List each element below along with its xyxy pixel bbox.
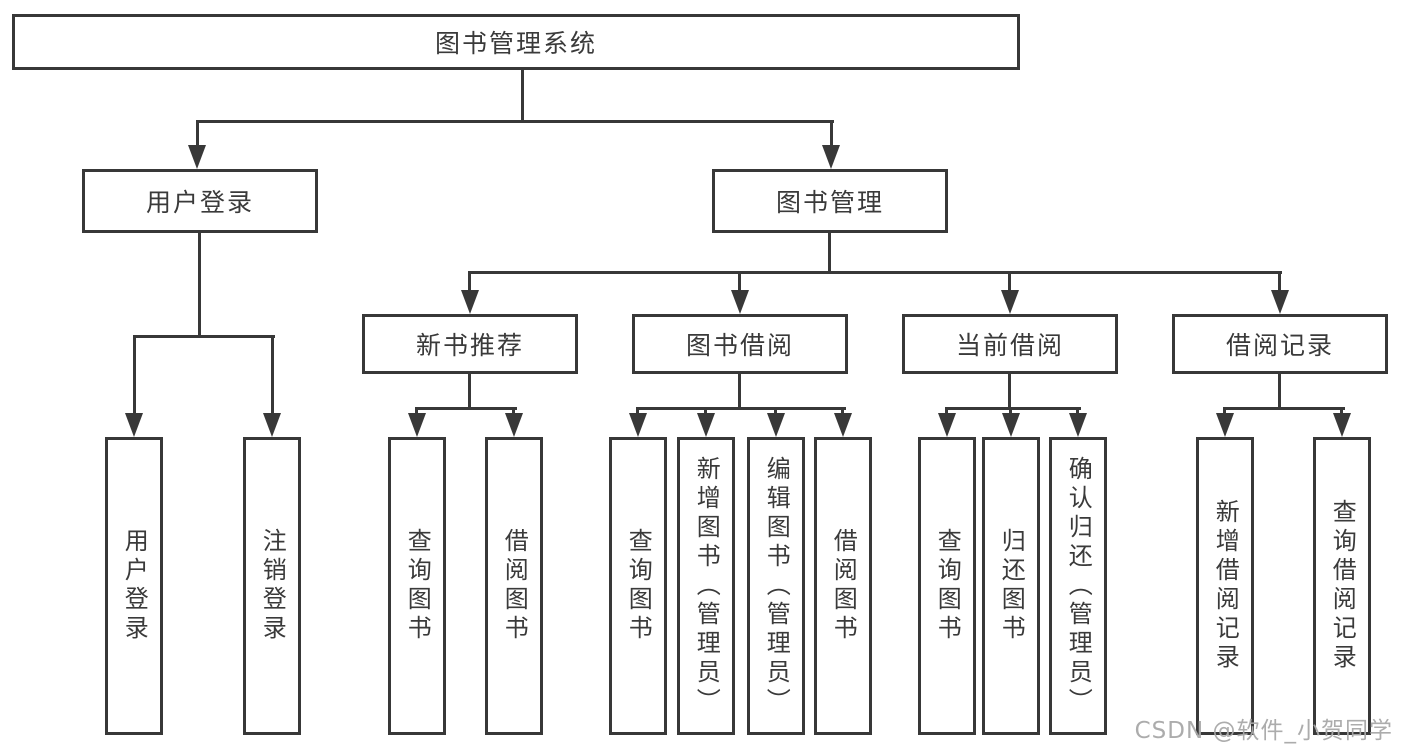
leaf-label: 新增图书（管理员）	[692, 455, 721, 717]
arrow-down-icon	[188, 145, 206, 169]
node-user-login: 用户登录	[82, 169, 318, 233]
leaf-label: 查询借阅记录	[1328, 499, 1357, 673]
leaf-label: 借阅图书	[500, 528, 529, 644]
leaf-label: 查询图书	[403, 528, 432, 644]
connector-book-borrow-stem	[738, 374, 741, 410]
arrow-down-icon	[822, 145, 840, 169]
leaf-label: 新增借阅记录	[1211, 499, 1240, 673]
connector-drop-user-login	[196, 120, 199, 150]
connector-root-rail	[196, 120, 834, 123]
node-borrowing-records: 借阅记录	[1172, 314, 1388, 374]
arrow-down-icon	[629, 413, 647, 437]
arrow-down-icon	[938, 413, 956, 437]
leaf-label: 查询图书	[624, 528, 653, 644]
connector-user-login-stem	[198, 233, 201, 338]
node-book-borrowing-label: 图书借阅	[685, 331, 794, 360]
connector-drop	[636, 407, 639, 417]
node-book-borrowing: 图书借阅	[632, 314, 848, 374]
connector-book-management-stem	[828, 233, 831, 274]
connector-drop-book-management	[830, 120, 833, 150]
leaf-query-books-borrow: 查询图书	[609, 437, 667, 735]
node-root: 图书管理系统	[12, 14, 1020, 70]
leaf-query-books-current: 查询图书	[918, 437, 976, 735]
leaf-confirm-return-admin: 确认归还（管理员）	[1049, 437, 1107, 735]
connector-current-borrow-rail	[945, 407, 1081, 410]
leaf-add-borrow-record: 新增借阅记录	[1196, 437, 1254, 735]
connector-drop-current-borrow	[1008, 271, 1011, 293]
leaf-label: 编辑图书（管理员）	[762, 455, 791, 717]
connector-drop	[1340, 407, 1343, 417]
arrow-down-icon	[834, 413, 852, 437]
node-new-book-recommendation-label: 新书推荐	[415, 331, 524, 360]
connector-drop-new-books	[468, 271, 471, 293]
connector-borrow-records-rail	[1223, 407, 1345, 410]
connector-drop	[1009, 407, 1012, 417]
node-book-management-label: 图书管理	[775, 188, 884, 217]
arrow-down-icon	[767, 413, 785, 437]
node-current-borrowing: 当前借阅	[902, 314, 1118, 374]
connector-book-borrow-rail	[636, 407, 846, 410]
leaf-add-book-admin: 新增图书（管理员）	[677, 437, 735, 735]
arrow-down-icon	[1216, 413, 1234, 437]
connector-drop	[704, 407, 707, 417]
leaf-edit-book-admin: 编辑图书（管理员）	[747, 437, 805, 735]
node-user-login-label: 用户登录	[145, 188, 254, 217]
leaf-borrow-books-recommend: 借阅图书	[485, 437, 543, 735]
connector-drop	[774, 407, 777, 417]
arrow-down-icon	[697, 413, 715, 437]
leaf-label: 确认归还（管理员）	[1064, 455, 1093, 717]
leaf-label: 查询图书	[933, 528, 962, 644]
connector-drop-leaf-logout	[271, 335, 274, 415]
leaf-borrow-books: 借阅图书	[814, 437, 872, 735]
connector-book-management-rail	[468, 271, 1282, 274]
arrow-down-icon	[125, 413, 143, 437]
connector-drop	[945, 407, 948, 417]
arrow-down-icon	[505, 413, 523, 437]
node-current-borrowing-label: 当前借阅	[955, 331, 1064, 360]
arrow-down-icon	[1333, 413, 1351, 437]
arrow-down-icon	[1069, 413, 1087, 437]
arrow-down-icon	[731, 290, 749, 314]
arrow-down-icon	[1001, 290, 1019, 314]
leaf-label: 用户登录	[120, 528, 149, 644]
leaf-query-borrow-record: 查询借阅记录	[1313, 437, 1371, 735]
node-root-label: 图书管理系统	[434, 29, 597, 58]
connector-user-login-rail	[133, 335, 275, 338]
connector-new-books-stem	[468, 374, 471, 410]
connector-borrow-records-stem	[1278, 374, 1281, 410]
connector-drop	[415, 407, 418, 417]
connector-drop-book-borrow	[738, 271, 741, 293]
arrow-down-icon	[408, 413, 426, 437]
connector-root-stem	[521, 70, 524, 123]
connector-drop	[512, 407, 515, 417]
leaf-label: 借阅图书	[829, 528, 858, 644]
leaf-label: 注销登录	[258, 528, 287, 644]
arrow-down-icon	[1002, 413, 1020, 437]
node-borrowing-records-label: 借阅记录	[1225, 331, 1334, 360]
watermark: CSDN @软件_小贺同学	[1134, 718, 1393, 744]
leaf-query-books-recommend: 查询图书	[388, 437, 446, 735]
connector-drop	[1076, 407, 1079, 417]
arrow-down-icon	[263, 413, 281, 437]
connector-drop	[841, 407, 844, 417]
leaf-label: 归还图书	[997, 528, 1026, 644]
connector-drop-borrow-records	[1278, 271, 1281, 293]
arrow-down-icon	[1271, 290, 1289, 314]
leaf-logout: 注销登录	[243, 437, 301, 735]
connector-current-borrow-stem	[1008, 374, 1011, 410]
node-new-book-recommendation: 新书推荐	[362, 314, 578, 374]
connector-drop-leaf-login	[133, 335, 136, 415]
arrow-down-icon	[461, 290, 479, 314]
connector-new-books-rail	[415, 407, 517, 410]
leaf-return-books: 归还图书	[982, 437, 1040, 735]
leaf-user-login: 用户登录	[105, 437, 163, 735]
node-book-management: 图书管理	[712, 169, 948, 233]
connector-drop	[1223, 407, 1226, 417]
